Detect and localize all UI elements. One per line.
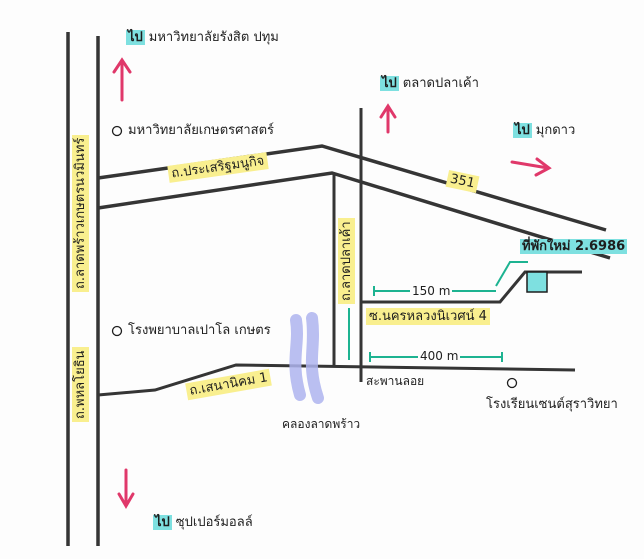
canal-label: คลองลาดพร้าว (282, 417, 361, 431)
road-label-soi-text: ซ.นครหลวงนิเวศน์ 4 (366, 308, 490, 325)
school-label: โรงเรียนเซนต์สุราวิทยา (486, 397, 618, 412)
dest-south-left: ไปซุปเปอร์มอลล์ (153, 515, 253, 530)
house-label: ที่พักใหม่ 2.6986 (520, 239, 631, 254)
dest-north-left: ไปมหาวิทยาลัยรังสิต ปทุม (126, 30, 279, 45)
dest-south-left-prefix: ไป (153, 515, 172, 530)
road-label-side: ถ.ลาดปลาเค้า (338, 218, 355, 304)
university-label: มหาวิทยาลัยเกษตรศาสตร์ (128, 123, 275, 138)
arrow-north-center (379, 103, 397, 134)
road-label-main-bottom: ถ.พหลโยธิน (72, 347, 89, 422)
dest-east-prefix: ไป (513, 123, 532, 138)
canal (289, 312, 324, 404)
distance-lower: 400 m (418, 349, 461, 363)
dest-north-center: ไปตลาดปลาเค้า (380, 76, 479, 91)
road-label-soi: ซ.นครหลวงนิเวศน์ 4 (366, 308, 490, 325)
arrow-south-left (117, 468, 135, 509)
arrow-east (510, 157, 552, 177)
arrow-north-left (112, 57, 132, 102)
house-pointer-line (495, 261, 528, 287)
dest-north-center-name: ตลาดปลาเค้า (402, 76, 479, 91)
school-marker (506, 377, 518, 389)
bridge-label: สะพานลอย (366, 374, 425, 388)
road-label-side-text: ถ.ลาดปลาเค้า (338, 218, 355, 304)
soi-road (361, 270, 582, 304)
upper-road-bottom-edge (97, 171, 611, 260)
dest-south-left-name: ซุปเปอร์มอลล์ (175, 515, 253, 530)
hospital-marker (111, 325, 123, 337)
university-marker (111, 125, 123, 137)
road-label-main-bottom-text: ถ.พหลโยธิน (72, 347, 89, 422)
dest-north-left-prefix: ไป (126, 30, 145, 45)
dest-north-left-name: มหาวิทยาลัยรังสิต ปทุม (148, 30, 279, 45)
hospital-label: โรงพยาบาลเปาโล เกษตร (128, 323, 271, 338)
house-label-text: ที่พักใหม่ 2.6986 (520, 239, 628, 254)
dest-east: ไปมุกดาว (513, 123, 576, 138)
house-marker (526, 271, 548, 293)
dest-north-center-prefix: ไป (380, 76, 399, 91)
lower-road (97, 363, 576, 397)
road-label-main-top-text: ถ.ลาดพร้าวเกษตรนวมินทร์ (72, 134, 89, 292)
road-label-main-top: ถ.ลาดพร้าวเกษตรนวมินทร์ (72, 134, 89, 292)
dest-east-name: มุกดาว (535, 123, 576, 138)
distance-upper: 150 m (410, 284, 453, 298)
